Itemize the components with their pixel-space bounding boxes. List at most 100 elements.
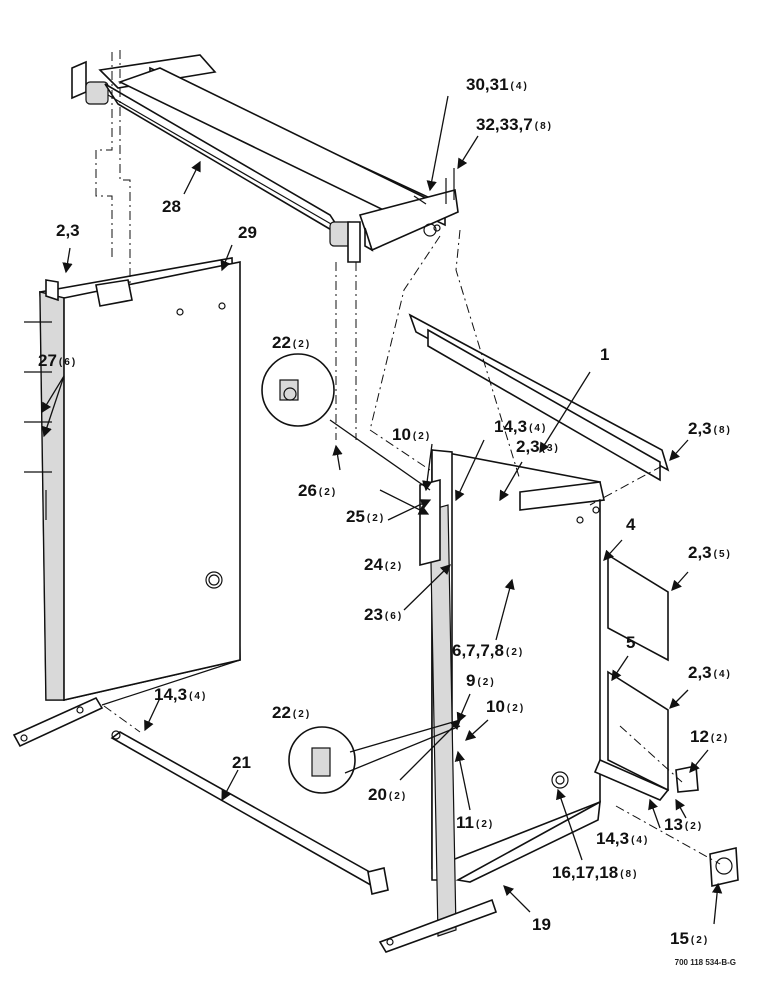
- callout-qty: (2): [475, 819, 495, 830]
- callout-number: 11: [456, 813, 474, 832]
- callout-number: 25: [346, 507, 365, 526]
- callout-number: 24: [364, 555, 383, 574]
- callout-21: 21: [232, 754, 253, 772]
- callout-qty: (6): [58, 357, 78, 368]
- callout-13: 13(2): [664, 816, 703, 834]
- callout-15: 15(2): [670, 930, 709, 948]
- callout-number: 22: [272, 333, 291, 352]
- callout-4-bracket: 4: [626, 516, 637, 534]
- callout-qty: (8): [713, 425, 732, 436]
- callout-number: 30,31: [466, 75, 509, 94]
- callout-number: 14,3: [154, 685, 188, 704]
- callout-number: 32,33,7: [476, 115, 533, 134]
- callout-12: 12(2): [690, 728, 729, 746]
- callout-19: 19: [532, 916, 553, 934]
- callout-number: 13: [664, 815, 683, 834]
- callout-number: 19: [532, 915, 551, 934]
- right-bottom-leg: [378, 800, 601, 953]
- callout-29: 29: [238, 224, 259, 242]
- callout-qty: (4): [529, 423, 548, 434]
- callout-number: 10: [486, 697, 505, 716]
- callout-16-17-18: 16,17,18(8): [552, 864, 638, 882]
- callout-qty: (2): [384, 561, 404, 572]
- callout-number: 4: [626, 515, 636, 534]
- callout-10-bottom: 10(2): [486, 698, 525, 716]
- callout-6-7-7-8: 6,7,7,8(2): [452, 642, 524, 660]
- callout-25: 25(2): [346, 508, 385, 526]
- callout-22-bottom: 22(2): [272, 704, 311, 722]
- callout-qty: (4): [189, 691, 208, 702]
- callout-qty: (2): [690, 935, 710, 946]
- callout-qty: (4): [631, 835, 650, 846]
- callout-28: 28: [162, 198, 183, 216]
- callout-9: 9(2): [466, 672, 496, 690]
- callout-number: 14,3: [494, 417, 528, 436]
- callout-4: 2,3(3): [516, 438, 560, 456]
- callout-22-top: 22(2): [272, 334, 311, 352]
- callout-number: 21: [232, 753, 251, 772]
- callout-1: 1: [600, 346, 611, 364]
- callout-26: 26(2): [298, 482, 337, 500]
- callout-5-bracket: 5: [626, 634, 637, 652]
- alignment-lines: [95, 50, 721, 865]
- callout-qty: (2): [506, 703, 526, 714]
- callout-27: 27(6): [38, 352, 77, 370]
- callout-qty: (2): [477, 677, 496, 688]
- callout-qty: (2): [684, 821, 704, 832]
- callout-number: 23: [364, 605, 383, 624]
- callout-qty: (2): [412, 431, 432, 442]
- fitting-detail-circles: [261, 353, 461, 794]
- callout-qty: (4): [510, 81, 529, 92]
- callout-qty: (2): [366, 513, 386, 524]
- leader-arrows: [41, 95, 723, 925]
- callout-number: 2,3: [688, 419, 712, 438]
- callout-qty: (8): [534, 121, 553, 132]
- callout-qty: (2): [388, 791, 408, 802]
- callout-11: 11(2): [456, 814, 494, 832]
- callout-number: 2,3: [56, 221, 80, 240]
- callout-number: 2,3: [516, 437, 540, 456]
- callout-30-31: 30,31(4): [466, 76, 529, 94]
- callout-24: 24(2): [364, 556, 403, 574]
- left-bottom-leg: [12, 659, 241, 748]
- callout-14-3-left: 14,3(4): [154, 686, 207, 704]
- callout-number: 12: [690, 727, 709, 746]
- callout-number: 14,3: [596, 829, 630, 848]
- callout-qty: (2): [506, 647, 525, 658]
- callout-3: 2,3(8): [688, 420, 732, 438]
- callout-qty: (2): [292, 709, 312, 720]
- callout-qty: (2): [292, 339, 312, 350]
- callout-qty: (8): [620, 869, 639, 880]
- tie-rod: [110, 730, 389, 895]
- callout-20: 20(2): [368, 786, 407, 804]
- callout-14-3-top: 14,3(4): [494, 418, 547, 436]
- right-brackets: [593, 553, 670, 801]
- callout-number: 27: [38, 351, 57, 370]
- callout-qty: (5): [713, 549, 732, 560]
- callout-qty: (3): [541, 443, 560, 454]
- callout-qty: (2): [710, 733, 730, 744]
- callout-qty: (2): [318, 487, 338, 498]
- right-side-panel: [419, 449, 605, 937]
- callout-6: 2,3(4): [688, 664, 732, 682]
- callout-number: 1: [600, 345, 610, 364]
- figure-id: 700 118 534-B-G: [674, 958, 736, 967]
- cross-tube-assembly: [71, 54, 459, 263]
- callout-number: 16,17,18: [552, 863, 619, 882]
- callout-number: 26: [298, 481, 317, 500]
- callout-number: 9: [466, 671, 476, 690]
- callout-number: 29: [238, 223, 257, 242]
- cover-plates: [675, 765, 739, 887]
- callout-10-top: 10(2): [392, 426, 431, 444]
- callout-32-33-7: 32,33,7(8): [476, 116, 553, 134]
- callout-number: 6,7,7,8: [452, 641, 504, 660]
- callout-23: 23(6): [364, 606, 403, 624]
- callout-2: 2,3: [56, 222, 82, 240]
- left-side-panel: [24, 257, 241, 702]
- callout-5: 2,3(5): [688, 544, 732, 562]
- callout-number: 10: [392, 425, 411, 444]
- callout-number: 22: [272, 703, 291, 722]
- callout-number: 5: [626, 633, 636, 652]
